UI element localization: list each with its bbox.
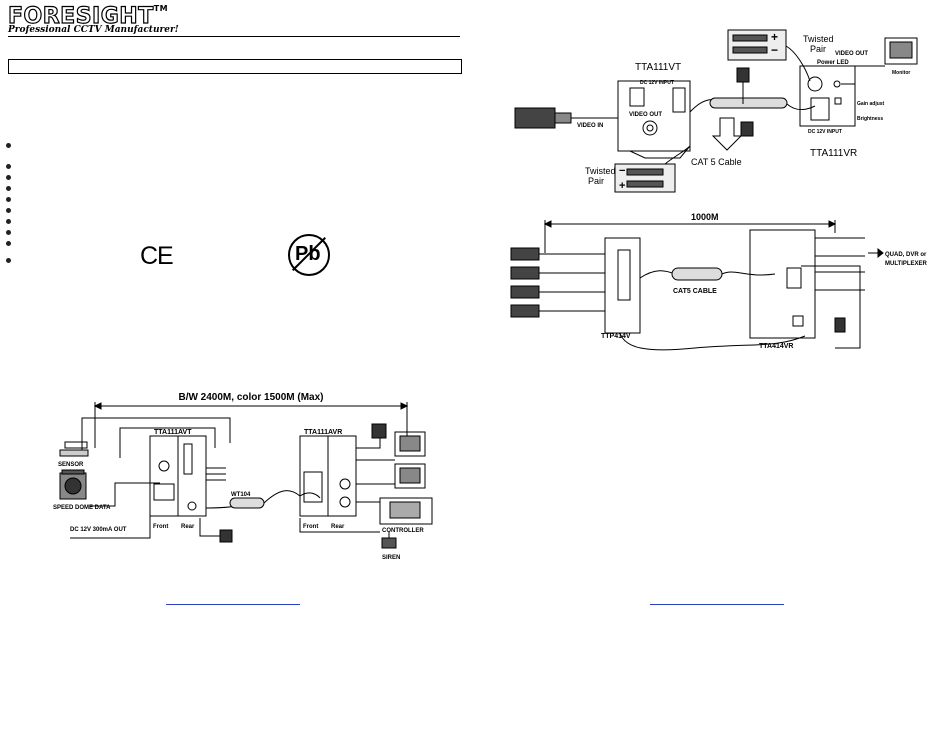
plus-sign: + bbox=[771, 30, 778, 44]
receiver-label: TTA414VR bbox=[759, 343, 794, 350]
distance-label: 1000M bbox=[691, 212, 719, 222]
dc-out-label: DC 12V 300mA OUT bbox=[70, 527, 127, 533]
pair-label-top: Pair bbox=[810, 44, 826, 54]
minus-sign-2: − bbox=[619, 165, 625, 177]
dest-label-2: MULTIPLEXER bbox=[885, 261, 928, 267]
distance-label: B/W 2400M, color 1500M (Max) bbox=[178, 392, 323, 403]
monitor-label: Monitor bbox=[892, 70, 910, 76]
cable-label: CAT5 CABLE bbox=[673, 288, 717, 295]
receiver-label: TTA111AVR bbox=[304, 429, 342, 436]
gain-label: Gain adjust bbox=[857, 101, 885, 107]
rear-label-2: Rear bbox=[331, 524, 345, 530]
rear-label: Rear bbox=[181, 524, 195, 530]
minus-sign: − bbox=[771, 43, 778, 57]
diagram-audio-video-data: B/W 2400M, color 1500M (Max) TTA111AVT T… bbox=[53, 392, 433, 561]
plus-sign-2: + bbox=[619, 180, 625, 192]
diagram-quad-transmission: 1000M TTP414V CAT5 CABLE TTA414VR QUAD, … bbox=[510, 212, 928, 351]
dc-input-r-label: DC 12V INPUT bbox=[808, 129, 842, 135]
cable-label: WT104 bbox=[231, 492, 251, 498]
bullet bbox=[6, 186, 11, 191]
bullet bbox=[6, 164, 11, 169]
video-in-label: VIDEO IN bbox=[577, 123, 603, 129]
bullet bbox=[6, 219, 11, 224]
bullet bbox=[6, 241, 11, 246]
video-out-r-label: VIDEO OUT bbox=[835, 51, 868, 57]
speed-dome-label: SPEED DOME DATA bbox=[53, 505, 111, 511]
link-underline[interactable] bbox=[166, 604, 300, 605]
bullet bbox=[6, 197, 11, 202]
transmitter-label: TTP414V bbox=[601, 333, 631, 340]
bullet bbox=[6, 143, 11, 148]
video-out-t-label: VIDEO OUT bbox=[629, 112, 662, 118]
twisted-label-top: Twisted bbox=[803, 34, 834, 44]
front-label: Front bbox=[153, 524, 168, 530]
sensor-label: SENSOR bbox=[58, 462, 84, 468]
power-led-label: Power LED bbox=[817, 60, 849, 66]
bullet bbox=[6, 230, 11, 235]
twisted-label-bottom: Twisted bbox=[585, 166, 616, 176]
pair-label-bottom: Pair bbox=[588, 176, 604, 186]
brand-tagline: Professional CCTV Manufacturer! bbox=[8, 25, 179, 35]
lead-free-icon: Pb bbox=[288, 234, 330, 276]
diagram-video-transmission: + − Twisted Pair TTA111VT DC 12V INPUT V… bbox=[514, 29, 918, 193]
bullet bbox=[6, 208, 11, 213]
brand-logo: FORESIGHTTM bbox=[7, 3, 169, 29]
dest-label-1: QUAD, DVR or bbox=[885, 252, 927, 258]
transmitter-label: TTA111AVT bbox=[154, 429, 192, 436]
header-divider bbox=[8, 36, 460, 37]
siren-label: SIREN bbox=[382, 555, 400, 561]
dc-input-t-label: DC 12V INPUT bbox=[640, 80, 674, 86]
link-underline-2[interactable] bbox=[650, 604, 784, 605]
bullet bbox=[6, 258, 11, 263]
transmitter-label: TTA111VT bbox=[635, 62, 681, 73]
brightness-label: Brightness bbox=[857, 116, 883, 122]
ce-mark-icon: CE bbox=[140, 242, 174, 270]
section-title-bar bbox=[8, 59, 462, 74]
receiver-label: TTA111VR bbox=[810, 148, 857, 159]
controller-label: CONTROLLER bbox=[382, 528, 424, 534]
cable-label: CAT 5 Cable bbox=[691, 157, 742, 167]
bullet bbox=[6, 175, 11, 180]
front-label-2: Front bbox=[303, 524, 318, 530]
